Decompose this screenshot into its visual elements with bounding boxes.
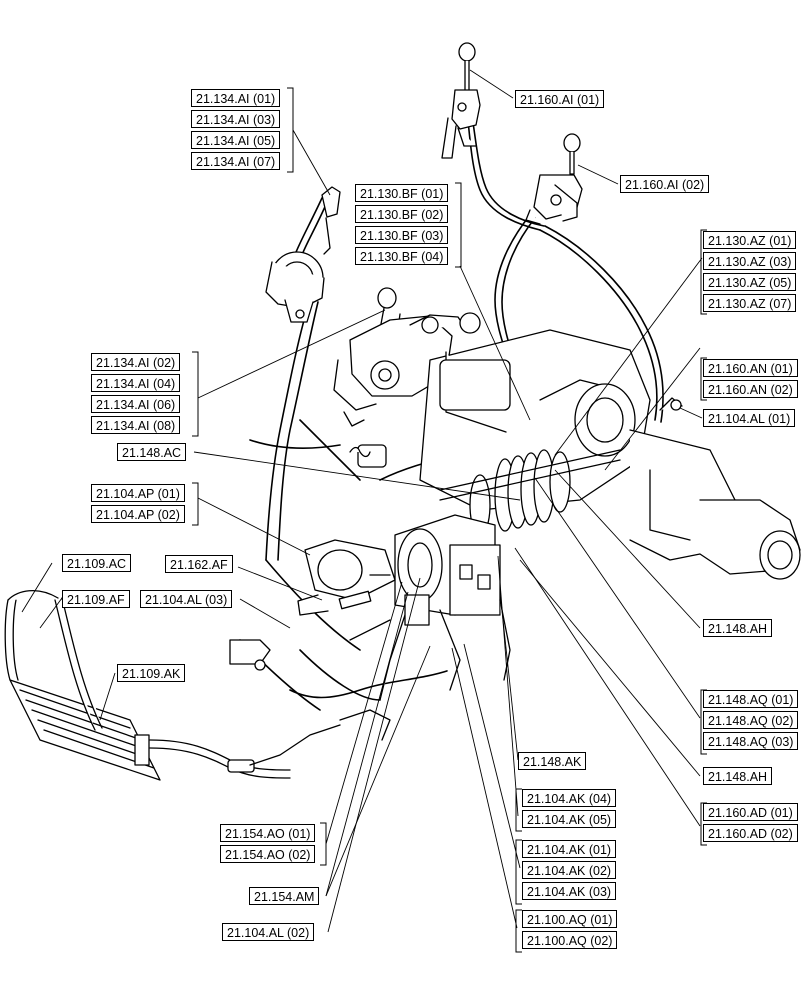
label-21-154-ao-01[interactable]: 21.154.AO (01) bbox=[220, 824, 316, 842]
label-21-148-aq-03[interactable]: 21.148.AQ (03) bbox=[703, 732, 799, 750]
upper-left-harness bbox=[265, 186, 341, 323]
label-21-134-ai-06[interactable]: 21.134.AI (06) bbox=[91, 395, 181, 413]
label-21-109-af[interactable]: 21.109.AF bbox=[62, 590, 130, 608]
label-21-134-ai-04[interactable]: 21.134.AI (04) bbox=[91, 374, 181, 392]
label-21-104-ak-02[interactable]: 21.104.AK (02) bbox=[522, 861, 617, 879]
leader-lines bbox=[21, 69, 703, 933]
label-21-134-ai-07[interactable]: 21.134.AI (07) bbox=[191, 152, 281, 170]
label-21-104-al-01[interactable]: 21.104.AL (01) bbox=[703, 409, 796, 427]
label-21-130-az-01[interactable]: 21.130.AZ (01) bbox=[703, 231, 797, 249]
label-21-160-ad-01[interactable]: 21.160.AD (01) bbox=[703, 803, 798, 821]
label-21-148-aq-02[interactable]: 21.148.AQ (02) bbox=[703, 711, 799, 729]
label-21-100-aq-02[interactable]: 21.100.AQ (02) bbox=[522, 931, 618, 949]
label-21-160-ai-01[interactable]: 21.160.AI (01) bbox=[515, 90, 605, 108]
label-21-148-ak[interactable]: 21.148.AK bbox=[518, 752, 587, 770]
label-21-104-ap-01[interactable]: 21.104.AP (01) bbox=[91, 484, 185, 502]
label-21-148-aq-01[interactable]: 21.148.AQ (01) bbox=[703, 690, 799, 708]
label-21-104-ak-04[interactable]: 21.104.AK (04) bbox=[522, 789, 617, 807]
label-brackets bbox=[192, 87, 707, 953]
label-21-104-al-02[interactable]: 21.104.AL (02) bbox=[222, 923, 315, 941]
clutch-drum bbox=[349, 514, 511, 701]
label-21-160-ad-02[interactable]: 21.160.AD (02) bbox=[703, 824, 798, 842]
label-21-109-ac[interactable]: 21.109.AC bbox=[62, 554, 132, 572]
valve-block bbox=[333, 287, 481, 468]
label-21-104-ak-05[interactable]: 21.104.AK (05) bbox=[522, 810, 617, 828]
label-21-130-bf-01[interactable]: 21.130.BF (01) bbox=[355, 184, 449, 202]
gear-pack bbox=[439, 449, 621, 536]
label-21-134-ai-01[interactable]: 21.134.AI (01) bbox=[191, 89, 281, 107]
label-21-109-ak[interactable]: 21.109.AK bbox=[117, 664, 186, 682]
label-21-134-ai-02[interactable]: 21.134.AI (02) bbox=[91, 353, 181, 371]
label-21-162-af[interactable]: 21.162.AF bbox=[165, 555, 233, 573]
lower-hoses bbox=[149, 639, 391, 779]
transmission-housing bbox=[419, 329, 801, 580]
label-21-148-ac[interactable]: 21.148.AC bbox=[117, 443, 187, 461]
label-21-160-an-01[interactable]: 21.160.AN (01) bbox=[703, 359, 798, 377]
label-21-130-az-07[interactable]: 21.130.AZ (07) bbox=[703, 294, 797, 312]
label-21-104-ak-01[interactable]: 21.104.AK (01) bbox=[522, 840, 617, 858]
pump-assembly bbox=[297, 539, 396, 616]
label-21-134-ai-03[interactable]: 21.134.AI (03) bbox=[191, 110, 281, 128]
label-21-104-ap-02[interactable]: 21.104.AP (02) bbox=[91, 505, 185, 523]
label-21-134-ai-08[interactable]: 21.134.AI (08) bbox=[91, 416, 181, 434]
oil-cooler bbox=[4, 590, 161, 781]
label-21-160-ai-02[interactable]: 21.160.AI (02) bbox=[620, 175, 710, 193]
label-21-154-am[interactable]: 21.154.AM bbox=[249, 887, 320, 905]
label-21-130-az-03[interactable]: 21.130.AZ (03) bbox=[703, 252, 797, 270]
shift-lever-top bbox=[441, 42, 481, 159]
label-21-130-bf-04[interactable]: 21.130.BF (04) bbox=[355, 247, 449, 265]
label-21-104-ak-03[interactable]: 21.104.AK (03) bbox=[522, 882, 617, 900]
label-21-154-ao-02[interactable]: 21.154.AO (02) bbox=[220, 845, 316, 863]
label-21-134-ai-05[interactable]: 21.134.AI (05) bbox=[191, 131, 281, 149]
label-21-130-az-05[interactable]: 21.130.AZ (05) bbox=[703, 273, 797, 291]
label-21-148-ah-upper[interactable]: 21.148.AH bbox=[703, 619, 773, 637]
label-21-104-al-03[interactable]: 21.104.AL (03) bbox=[140, 590, 233, 608]
label-21-148-ah-lower[interactable]: 21.148.AH bbox=[703, 767, 773, 785]
shift-lever-right bbox=[525, 133, 583, 225]
label-21-130-bf-03[interactable]: 21.130.BF (03) bbox=[355, 226, 449, 244]
label-21-130-bf-02[interactable]: 21.130.BF (02) bbox=[355, 205, 449, 223]
label-21-100-aq-01[interactable]: 21.100.AQ (01) bbox=[522, 910, 618, 928]
label-21-160-an-02[interactable]: 21.160.AN (02) bbox=[703, 380, 798, 398]
